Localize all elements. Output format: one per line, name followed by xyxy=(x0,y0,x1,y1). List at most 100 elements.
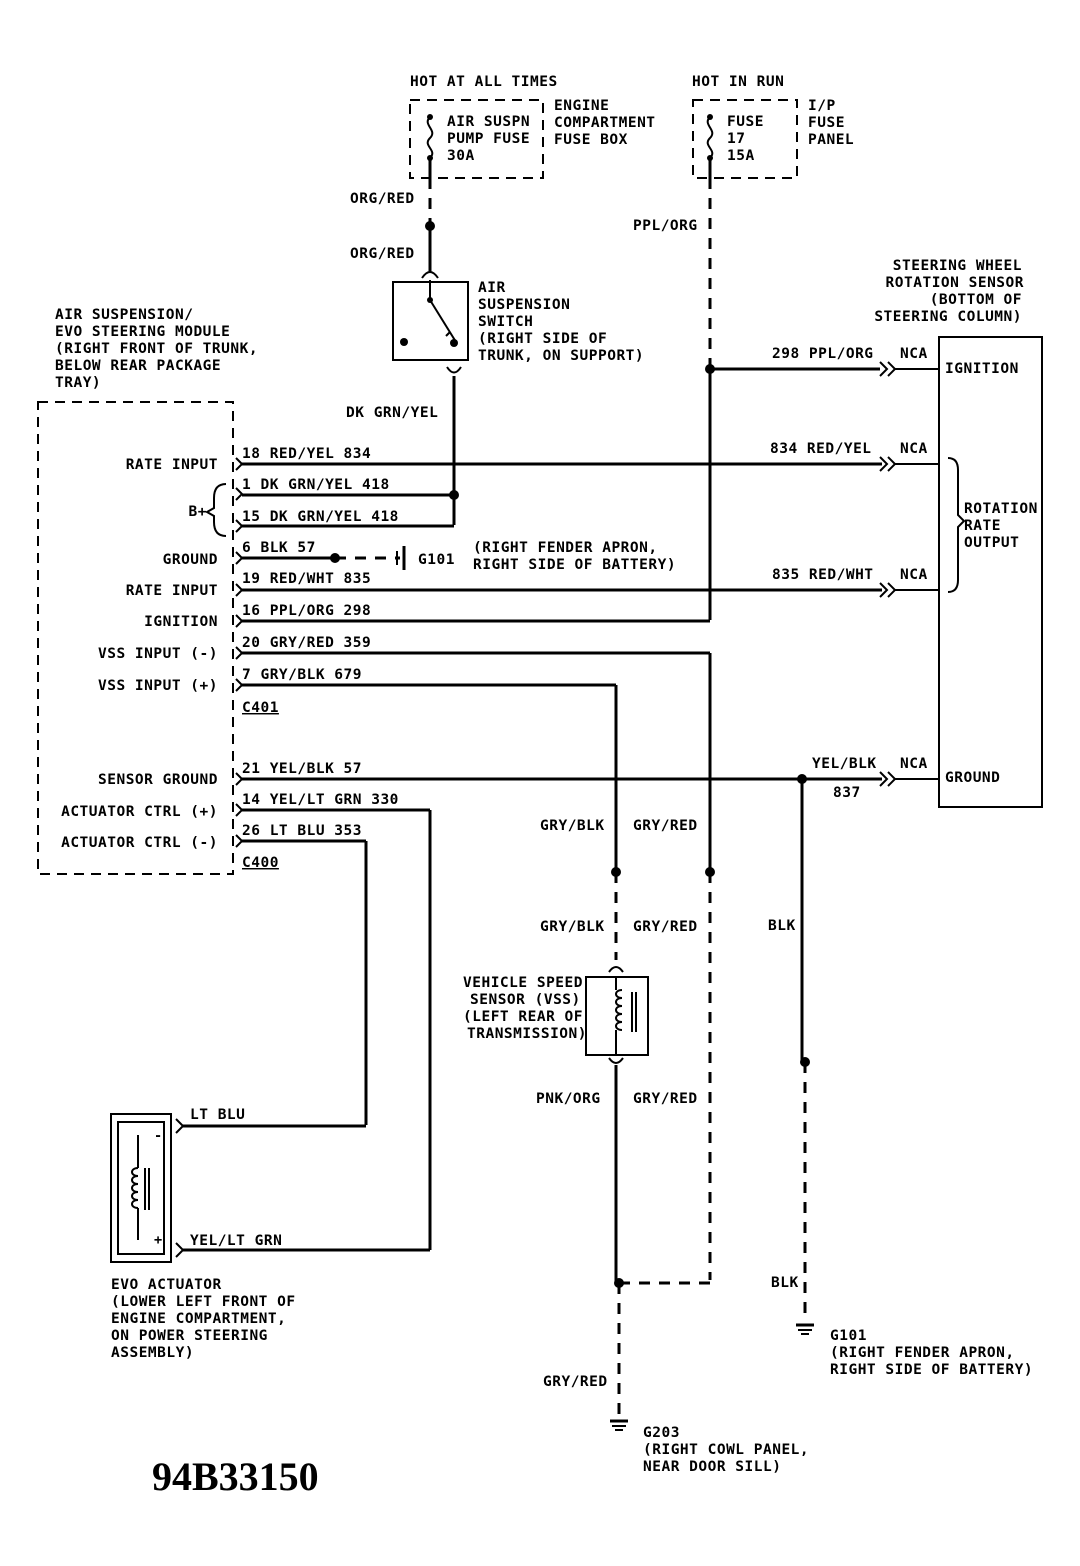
wire-label-gry-red-2: GRY/RED xyxy=(633,919,698,935)
ground-icon xyxy=(610,1419,628,1431)
actuator-title-4: ON POWER STEERING xyxy=(111,1328,268,1344)
sensor-pin-ignition: IGNITION xyxy=(945,361,1019,377)
fuse-icon xyxy=(426,114,434,161)
wire-label-gry-red-4: GRY/RED xyxy=(543,1374,608,1390)
g101-id: G101 xyxy=(830,1328,867,1344)
g101-inline-id: G101 xyxy=(418,552,455,568)
actuator-title-2: (LOWER LEFT FRONT OF xyxy=(111,1294,296,1310)
nca-label: NCA xyxy=(900,346,928,362)
wire-label-ppl-org: PPL/ORG xyxy=(633,218,698,234)
vss-title-3: (LEFT REAR OF xyxy=(463,1009,583,1025)
actuator-title-3: ENGINE COMPARTMENT, xyxy=(111,1311,286,1327)
ground-icon xyxy=(796,1323,814,1335)
vss-title-2: SENSOR (VSS) xyxy=(470,992,581,1008)
connector-icon xyxy=(608,1057,624,1064)
nca-label: NCA xyxy=(900,756,928,772)
pin-label-rate-input-2: RATE INPUT xyxy=(126,583,218,599)
pin-label-ground: GROUND xyxy=(163,552,218,568)
switch-line-1: AIR xyxy=(478,280,506,296)
sensor-title-1: STEERING WHEEL xyxy=(893,258,1022,274)
actuator-title-5: ASSEMBLY) xyxy=(111,1345,194,1361)
ip-fuse-panel xyxy=(692,99,798,179)
nca-label: NCA xyxy=(900,441,928,457)
wire-label-org-red-2: ORG/RED xyxy=(350,246,415,262)
fuse-box-1-line-1: ENGINE xyxy=(554,98,609,114)
steering-module xyxy=(37,401,234,875)
sensor-output-1: ROTATION xyxy=(964,501,1038,517)
fuse-box-2-line-3: PANEL xyxy=(808,132,854,148)
pin-label-rate-input-1: RATE INPUT xyxy=(126,457,218,473)
wire-label-gry-red-1: GRY/RED xyxy=(633,818,698,834)
connector-icon xyxy=(175,1242,185,1258)
circuit-14: 14 YEL/LT GRN 330 xyxy=(242,792,399,808)
wire-label-yel-lt-grn: YEL/LT GRN xyxy=(190,1233,282,1249)
g203-line-2: NEAR DOOR SILL) xyxy=(643,1459,781,1475)
wire-label-gry-blk-1: GRY/BLK xyxy=(540,818,605,834)
ground-icon xyxy=(396,546,406,570)
pin-label-sensor-ground: SENSOR GROUND xyxy=(98,772,218,788)
fuse-1-line-3: 30A xyxy=(447,148,475,164)
g101-line-1: (RIGHT FENDER APRON, xyxy=(830,1345,1015,1361)
fuse-box-1-line-3: FUSE BOX xyxy=(554,132,628,148)
wire-label-835: 835 RED/WHT xyxy=(772,567,874,583)
sensor-pin-ground: GROUND xyxy=(945,770,1000,786)
fuse-box-2-line-1: I/P xyxy=(808,98,836,114)
connector-icon xyxy=(446,366,462,374)
connector-icon xyxy=(879,361,939,787)
wire-label-blk-2: BLK xyxy=(771,1275,799,1291)
module-title-5: TRAY) xyxy=(55,375,101,391)
switch-line-2: SUSPENSION xyxy=(478,297,570,313)
connector-c400: C400 xyxy=(242,855,279,871)
vss-title-4: TRANSMISSION) xyxy=(467,1026,587,1042)
g203-id: G203 xyxy=(643,1425,680,1441)
hot-at-all-times-label: HOT AT ALL TIMES xyxy=(410,74,558,90)
evo-actuator xyxy=(110,1113,172,1263)
connector-icon xyxy=(421,271,439,279)
wire-label-dk-grn-yel: DK GRN/YEL xyxy=(346,405,438,421)
sensor-output-2: RATE xyxy=(964,518,1001,534)
circuit-18: 18 RED/YEL 834 xyxy=(242,446,371,462)
fuse-box-1-line-2: COMPARTMENT xyxy=(554,115,656,131)
circuit-6: 6 BLK 57 xyxy=(242,540,316,556)
wire-label-lt-blu: LT BLU xyxy=(190,1107,245,1123)
fuse-2-line-2: 17 xyxy=(727,131,745,147)
diagram-id: 94B33150 xyxy=(152,1454,319,1499)
actuator-plus-sign: + xyxy=(154,1232,163,1248)
pin-label-vss-plus: VSS INPUT (+) xyxy=(98,678,218,694)
pin-label-actuator-minus: ACTUATOR CTRL (-) xyxy=(61,835,218,851)
actuator-minus-sign: - xyxy=(154,1128,163,1144)
module-title-1: AIR SUSPENSION/ xyxy=(55,307,193,323)
brace-icon xyxy=(947,457,966,593)
pin-label-actuator-plus: ACTUATOR CTRL (+) xyxy=(61,804,218,820)
wire-label-837-color: YEL/BLK xyxy=(812,756,877,772)
fuse-box-2-line-2: FUSE xyxy=(808,115,845,131)
pin-label-b-plus: B+ xyxy=(189,504,207,520)
actuator-title-1: EVO ACTUATOR xyxy=(111,1277,222,1293)
circuit-21: 21 YEL/BLK 57 xyxy=(242,761,362,777)
vss-title-1: VEHICLE SPEED xyxy=(463,975,583,991)
pin-label-ignition: IGNITION xyxy=(144,614,218,630)
switch-line-4: (RIGHT SIDE OF xyxy=(478,331,607,347)
coil-icon xyxy=(615,977,637,1055)
wire-label-blk-1: BLK xyxy=(768,918,796,934)
hot-in-run-label: HOT IN RUN xyxy=(692,74,784,90)
switch-line-3: SWITCH xyxy=(478,314,533,330)
wire-label-pnk-org: PNK/ORG xyxy=(536,1091,601,1107)
steering-wheel-rotation-sensor xyxy=(938,336,1043,808)
g203-line-1: (RIGHT COWL PANEL, xyxy=(643,1442,809,1458)
circuit-1: 1 DK GRN/YEL 418 xyxy=(242,477,390,493)
fuse-1-line-2: PUMP FUSE xyxy=(447,131,530,147)
sensor-title-2: ROTATION SENSOR xyxy=(886,275,1024,291)
evo-actuator-inner xyxy=(117,1121,165,1255)
wire-label-834: 834 RED/YEL xyxy=(770,441,872,457)
engine-fuse-box xyxy=(409,99,544,179)
circuit-15: 15 DK GRN/YEL 418 xyxy=(242,509,399,525)
circuit-19: 19 RED/WHT 835 xyxy=(242,571,371,587)
g101-line-2: RIGHT SIDE OF BATTERY) xyxy=(830,1362,1033,1378)
module-title-3: (RIGHT FRONT OF TRUNK, xyxy=(55,341,258,357)
wire-label-298: 298 PPL/ORG xyxy=(772,346,874,362)
sensor-title-4: STEERING COLUMN) xyxy=(874,309,1022,325)
connector-icon xyxy=(175,1118,185,1134)
sensor-output-3: OUTPUT xyxy=(964,535,1019,551)
